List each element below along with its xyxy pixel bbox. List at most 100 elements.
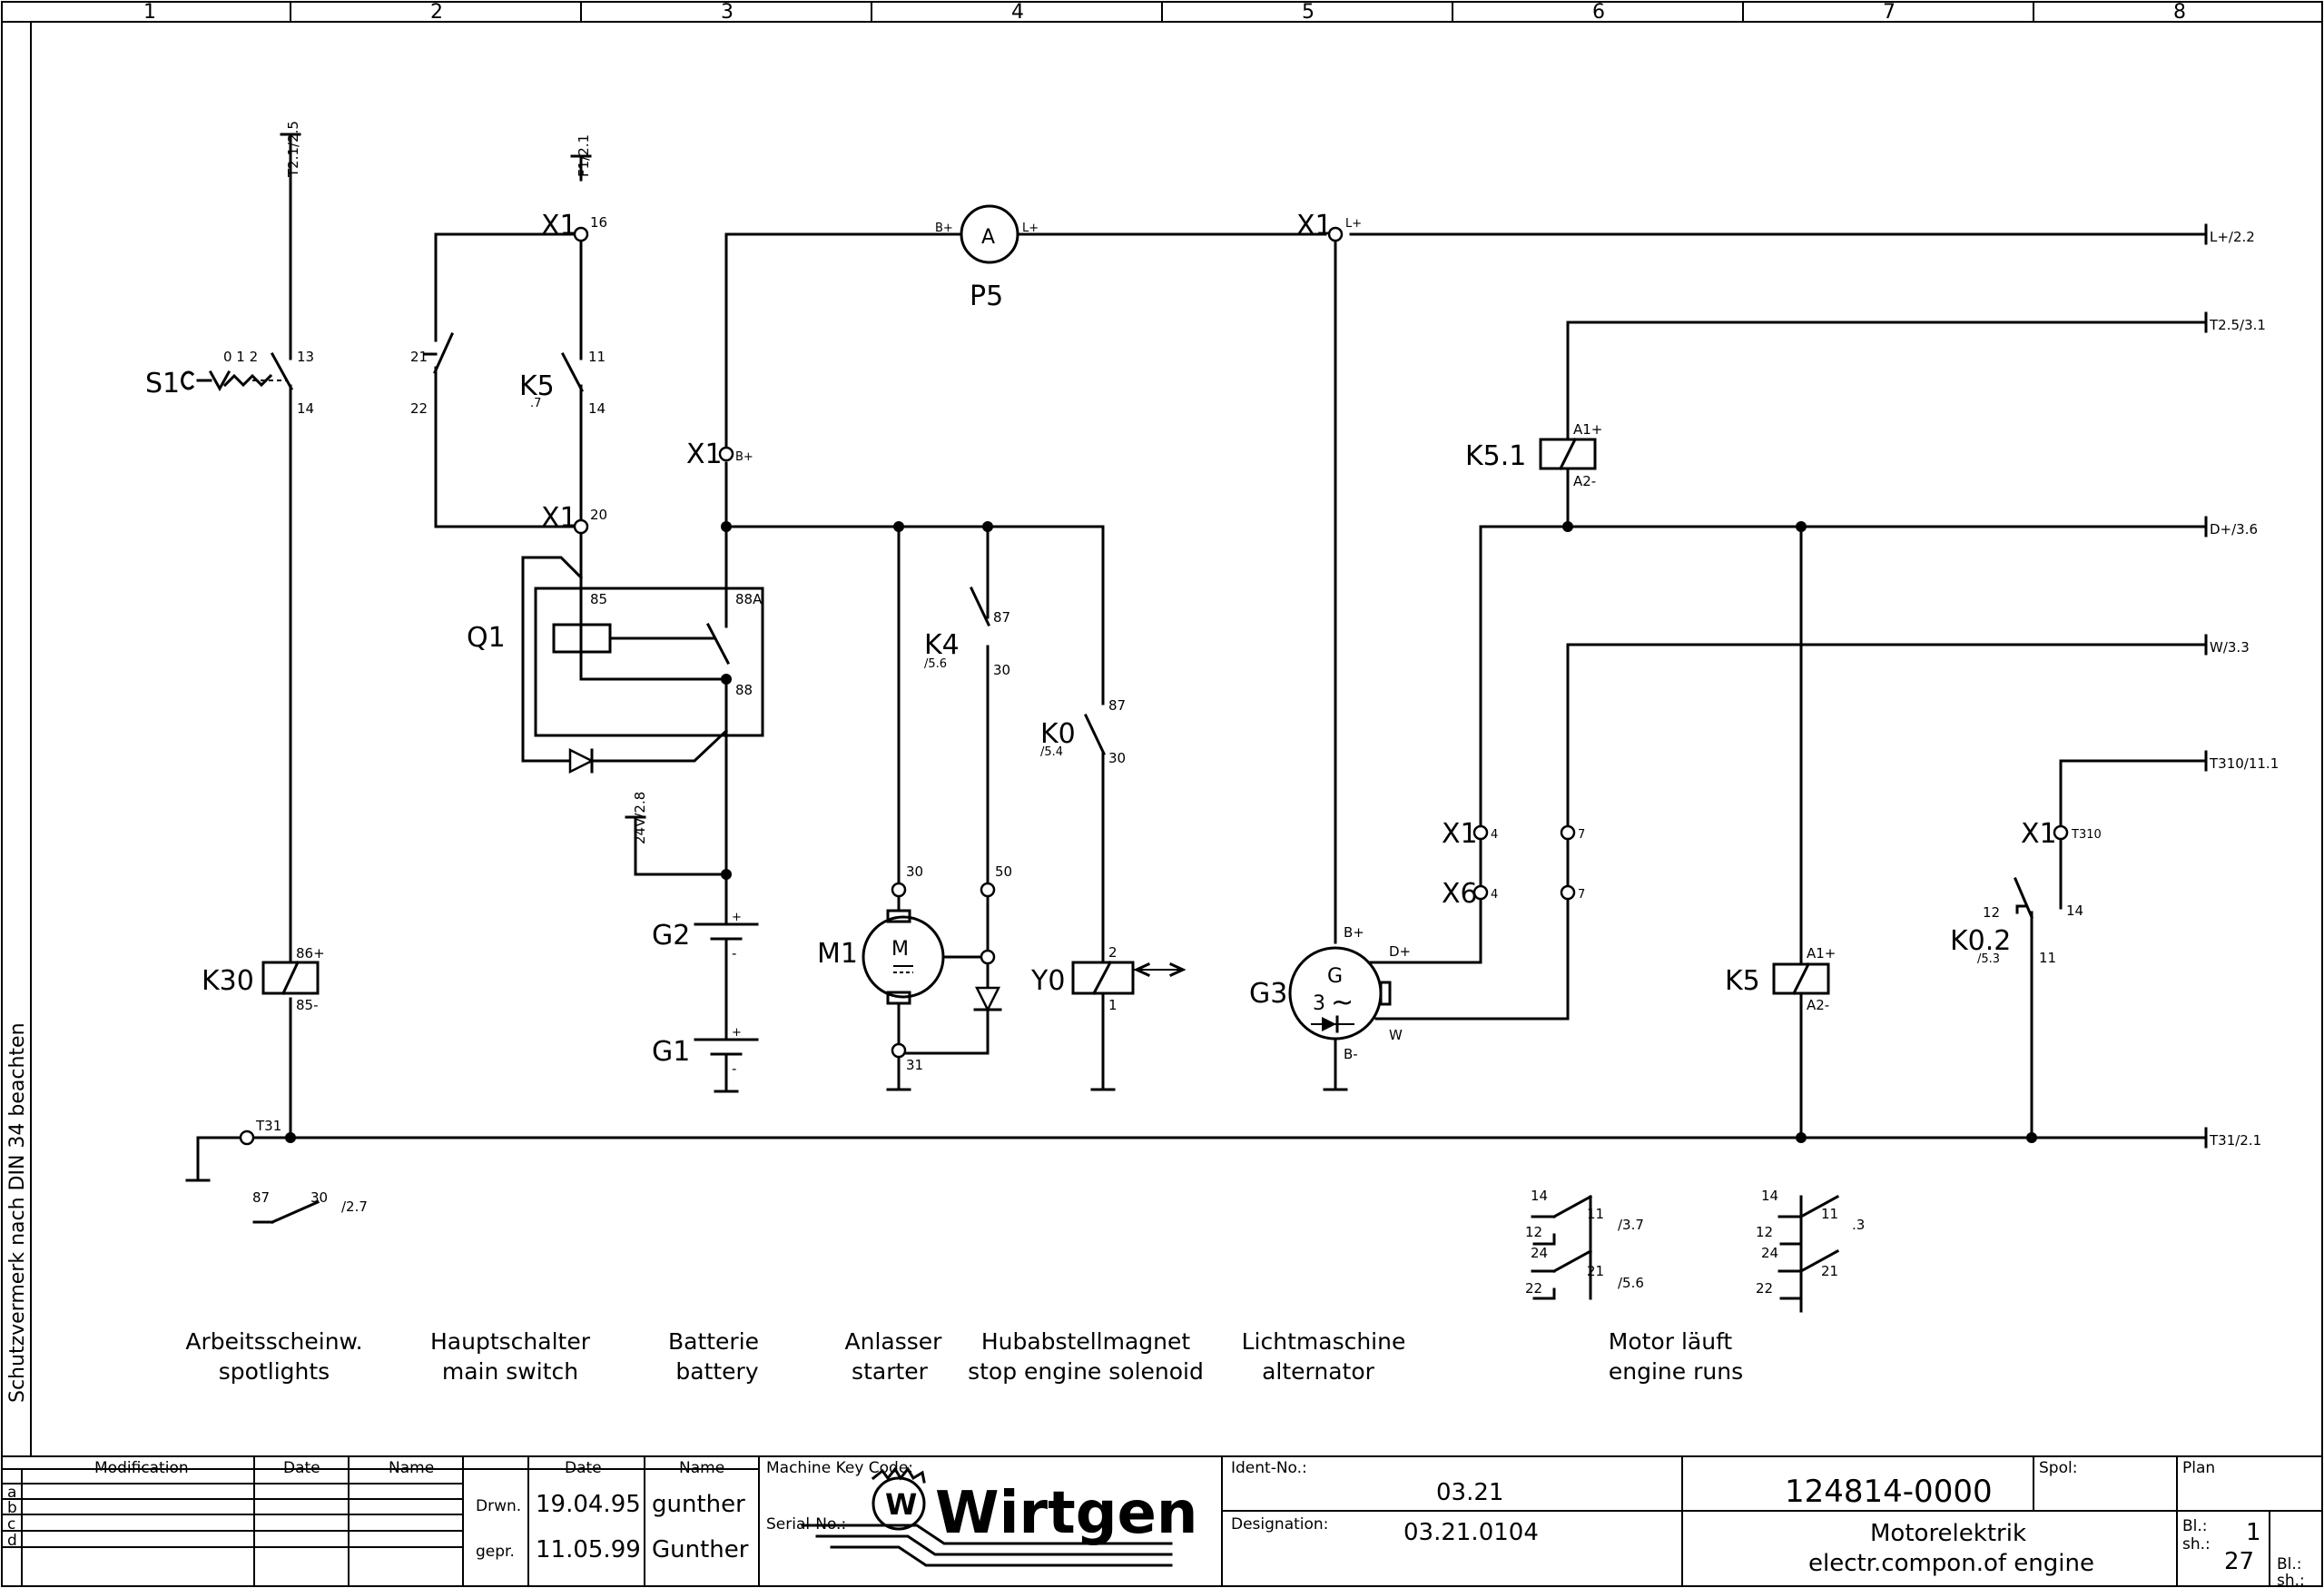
- caption-mainswitch-en: main switch: [442, 1358, 578, 1385]
- label-main-22: 22: [410, 400, 428, 417]
- label-k02-12: 12: [1983, 904, 2000, 921]
- column-8: 8: [2173, 1, 2186, 24]
- label-k4-30: 30: [993, 662, 1010, 678]
- label-t31: T31: [255, 1118, 281, 1134]
- label-q1-88a: 88A: [735, 591, 763, 607]
- ref-t21: T2.1/2.5: [285, 121, 301, 178]
- bl2-label: Bl.:: [2277, 1555, 2302, 1573]
- label-m1-50: 50: [995, 863, 1012, 880]
- label-x1-b: B+: [735, 450, 753, 464]
- drwn-name: gunther: [652, 1491, 745, 1518]
- header-date: Date: [283, 1459, 320, 1477]
- label-x1-14b: 14: [2066, 902, 2083, 919]
- label-y0: Y0: [1030, 965, 1065, 997]
- ref-t25: T2.5/3.1: [2209, 317, 2266, 333]
- label-k30c-ref: /2.7: [341, 1198, 368, 1215]
- label-g3-w: W: [1389, 1027, 1403, 1043]
- label-cr2-14: 14: [1761, 1188, 1778, 1204]
- label-y0-2: 2: [1108, 944, 1118, 961]
- ref-w: W/3.3: [2210, 639, 2250, 656]
- label-p5-bplus: B+: [935, 222, 953, 235]
- label-k5-14: 14: [588, 400, 606, 417]
- label-cr2-22: 22: [1756, 1280, 1773, 1297]
- bl-value: 1: [2246, 1519, 2261, 1546]
- label-k5coil: K5: [1725, 965, 1760, 997]
- header-name: Name: [389, 1459, 434, 1477]
- label-cr2-24: 24: [1761, 1245, 1778, 1261]
- label-cr1-ref2: /5.6: [1618, 1275, 1644, 1291]
- label-cr2-11: 11: [1821, 1206, 1838, 1222]
- label-cr2-12: 12: [1756, 1224, 1773, 1240]
- ident-label: Ident-No.:: [1231, 1459, 1307, 1477]
- label-k30c-30: 30: [310, 1189, 328, 1206]
- label-k5coil-a1: A1+: [1807, 945, 1836, 962]
- caption-starter-de: Anlasser: [845, 1328, 943, 1355]
- header-name2: Name: [679, 1459, 724, 1477]
- label-k4-ref: /5.6: [924, 657, 947, 671]
- label-cr1-14: 14: [1531, 1188, 1548, 1204]
- label-m1-31: 31: [906, 1057, 923, 1073]
- terminals: [239, 226, 2069, 1146]
- logo-mark: W: [885, 1487, 917, 1522]
- label-k30c-87: 87: [252, 1189, 270, 1206]
- label-cr1-22: 22: [1525, 1280, 1542, 1297]
- label-y0-1: 1: [1108, 997, 1118, 1013]
- side-note: Schutzvermerk nach DIN 34 beachten: [6, 1022, 29, 1403]
- label-g3: G3: [1249, 978, 1287, 1010]
- label-s1-14: 14: [297, 400, 314, 417]
- ref-lplus: L+/2.2: [2210, 229, 2255, 245]
- label-k0-87: 87: [1108, 697, 1126, 714]
- caption-spotlights-de: Arbeitsscheinw.: [185, 1328, 362, 1355]
- label-x1-16-name: X1: [541, 210, 577, 242]
- label-m1-m: M: [891, 938, 909, 961]
- caption-spotlights-en: spotlights: [219, 1358, 330, 1385]
- label-x6-4: 4: [1491, 888, 1498, 902]
- label-k51-a1: A1+: [1573, 421, 1602, 438]
- label-q1: Q1: [467, 622, 506, 654]
- label-x1-lplus-name: X1: [1296, 210, 1333, 242]
- label-x1-4-name: X1: [1442, 818, 1478, 850]
- label-k4: K4: [924, 629, 960, 661]
- label-g3-bminus: B-: [1344, 1046, 1358, 1062]
- junctions: [285, 521, 2037, 1143]
- ref-f1: F1/2.1: [576, 134, 592, 177]
- bl-label: Bl.:: [2182, 1517, 2208, 1535]
- label-main-21: 21: [410, 349, 428, 365]
- serial: 03.21.0104: [1403, 1519, 1539, 1546]
- label-k5: K5: [519, 370, 555, 402]
- label-k0-30: 30: [1108, 750, 1126, 766]
- label-x1-20-name: X1: [541, 502, 577, 534]
- caption-starter-en: starter: [852, 1358, 929, 1385]
- label-g3-dplus: D+: [1389, 943, 1411, 960]
- column-3: 3: [721, 1, 734, 24]
- ident: 124814-0000: [1785, 1474, 1993, 1510]
- wiring: [181, 133, 2208, 1313]
- label-cr1-24: 24: [1531, 1245, 1548, 1261]
- label-x1-16: 16: [590, 214, 607, 231]
- label-k5-ref: .7: [530, 397, 541, 410]
- label-k5coil-a2: A2-: [1807, 997, 1829, 1013]
- sh-value: 27: [2224, 1548, 2254, 1575]
- designation-label: Designation:: [1231, 1515, 1328, 1534]
- ref-24v: 24V/2.8: [632, 792, 648, 844]
- caption-alternator-de: Lichtmaschine: [1242, 1328, 1406, 1355]
- label-k51-a2: A2-: [1573, 473, 1596, 489]
- ref-t31: T31/2.1: [2209, 1132, 2261, 1149]
- label-x1-20: 20: [590, 507, 607, 523]
- label-k0: K0: [1040, 718, 1076, 750]
- column-1: 1: [143, 1, 156, 24]
- label-q1-85: 85: [590, 591, 607, 607]
- ref-t310: T310/11.1: [2209, 755, 2279, 772]
- label-g3-3: 3: [1313, 992, 1325, 1015]
- caption-alternator-en: alternator: [1262, 1358, 1375, 1385]
- ref-dplus: D+/3.6: [2210, 521, 2258, 538]
- logo-text: Wirtgen: [935, 1480, 1197, 1547]
- label-k0-ref: /5.4: [1040, 745, 1063, 759]
- label-s1-13: 13: [297, 349, 314, 365]
- sh-label: sh.:: [2182, 1535, 2211, 1553]
- label-k02-11: 11: [2039, 950, 2056, 966]
- designation-de: Motorelektrik: [1870, 1520, 2026, 1547]
- wirtgen-logo: W Wirtgen: [801, 1466, 1197, 1567]
- sh2-label: sh.:: [2277, 1572, 2305, 1588]
